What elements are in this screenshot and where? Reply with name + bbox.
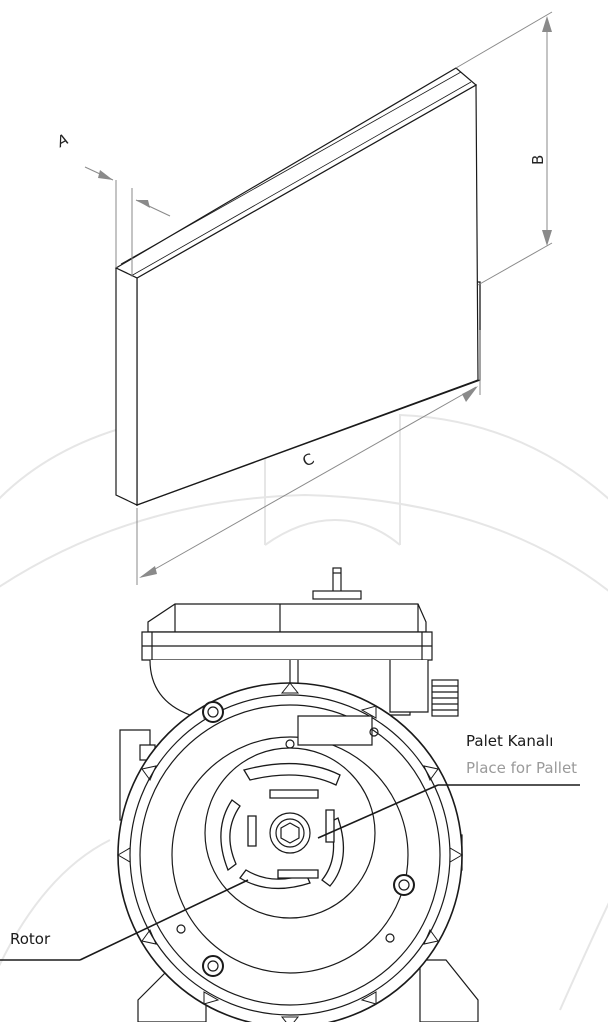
callout-palet-en: Place for Pallet <box>466 759 577 777</box>
casing-bolts <box>176 701 415 977</box>
rotor-vanes <box>220 762 344 890</box>
rotor-leader-line <box>79 879 249 961</box>
callout-rotor: Rotor <box>10 930 51 948</box>
pallet-leader-line <box>317 784 439 839</box>
dimension-c-label: C <box>299 450 317 471</box>
dimension-b <box>455 11 553 286</box>
pallet-side-edge <box>115 267 138 506</box>
pump-front-view <box>117 567 479 1022</box>
dimension-a-label: A <box>53 130 71 151</box>
dimension-a <box>84 166 171 276</box>
callout-leaders <box>0 784 580 961</box>
casing-teeth <box>117 682 463 1022</box>
dimension-b-label: B <box>529 155 547 165</box>
callout-palet-tr: Palet Kanalı <box>466 732 553 750</box>
pallet-front-panel <box>136 83 479 506</box>
dimension-c <box>136 330 481 585</box>
pallet-drawing <box>114 67 481 506</box>
